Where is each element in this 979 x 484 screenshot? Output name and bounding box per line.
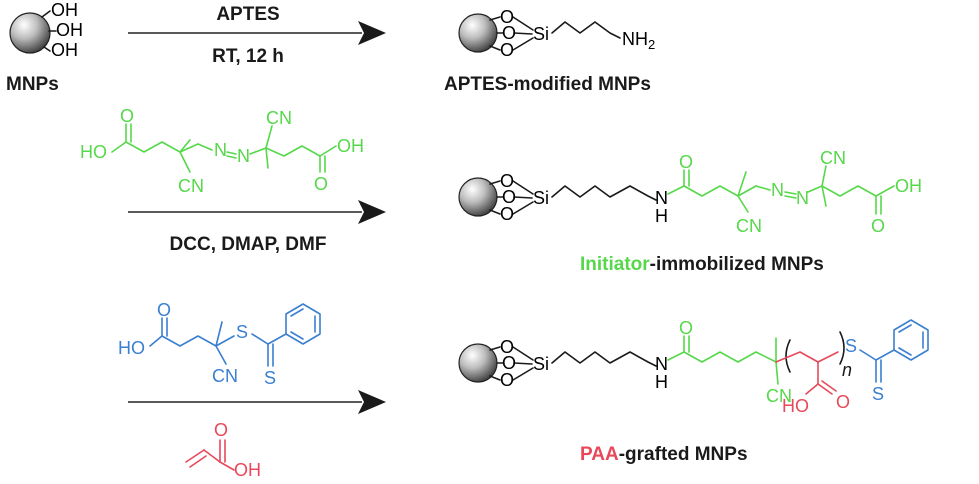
amide-n-label: N xyxy=(655,188,668,208)
oxygen-label: O xyxy=(157,300,171,320)
oxygen-label: O xyxy=(500,370,514,390)
hydroxyl-label: HO xyxy=(782,396,809,416)
paa-mnps-label: PAA-grafted MNPs xyxy=(580,444,748,465)
initiator-mnps-label: Initiator-immobilized MNPs xyxy=(580,254,824,275)
mnp-aptes: O O O Si NH2 xyxy=(458,7,655,60)
nitrile-label: CN xyxy=(736,216,762,236)
hydroxyl-label: OH xyxy=(56,20,83,40)
oxygen-label: O xyxy=(502,23,516,43)
azo-n-label: N xyxy=(237,146,250,166)
oxygen-label: O xyxy=(500,40,514,60)
hydroxyl-label: OH xyxy=(51,0,78,20)
oxygen-label: O xyxy=(502,187,516,207)
amine-label: NH2 xyxy=(622,29,655,52)
sulfur-label: S xyxy=(845,336,857,356)
repeat-index-label: n xyxy=(842,360,852,380)
nanoparticle-sphere xyxy=(9,12,51,54)
acva-initiator-reagent xyxy=(111,123,337,173)
azo-n-label: N xyxy=(771,180,784,200)
reaction-arrow-3 xyxy=(128,390,386,414)
nitrile-label: CN xyxy=(178,176,204,196)
silicon-label: Si xyxy=(533,188,549,208)
amide-n-label: N xyxy=(655,354,668,374)
oxygen-label: O xyxy=(500,171,514,191)
initiator-rest: -immobilized MNPs xyxy=(650,254,824,275)
raft-agent-labels: HO O CN S S xyxy=(118,300,276,388)
oxygen-label: O xyxy=(314,174,328,194)
acrylic-acid-reagent xyxy=(185,439,235,471)
oxygen-label: O xyxy=(500,337,514,357)
paa-word: PAA xyxy=(580,444,619,465)
initiator-word: Initiator xyxy=(580,254,650,275)
raft-agent-reagent xyxy=(149,303,321,367)
oxygen-label: O xyxy=(120,106,134,126)
hydroxyl-label: OH xyxy=(51,40,78,60)
azo-n-label: N xyxy=(796,188,809,208)
reaction-arrow-2 xyxy=(128,200,386,224)
amide-h-label: H xyxy=(655,372,668,392)
oxygen-label: O xyxy=(502,353,516,373)
mnp-paa-grafted: O O O Si N H O CN n HO O S S xyxy=(458,318,929,416)
acva-labels: HO O CN N N CN O OH xyxy=(80,106,364,196)
condition-dcc: DCC, DMAP, DMF xyxy=(170,234,327,255)
aptes-mnps-label: APTES-modified MNPs xyxy=(444,74,651,95)
reaction-arrow-1 xyxy=(128,21,386,45)
nitrile-label: CN xyxy=(820,148,846,168)
condition-rt: RT, 12 h xyxy=(212,46,284,67)
mnp-initiator: O O O Si N H O CN N N CN O OH xyxy=(458,148,922,236)
hydroxyl-label: OH xyxy=(234,460,261,480)
acrylic-acid-labels: O OH xyxy=(214,420,261,480)
oxygen-label: O xyxy=(836,392,850,412)
azo-n-label: N xyxy=(214,140,227,160)
oxygen-label: O xyxy=(500,7,514,27)
mnp-bare: OH OH OH xyxy=(9,0,83,60)
mnps-label: MNPs xyxy=(6,74,59,95)
thione-s-label: S xyxy=(264,368,276,388)
nitrile-label: CN xyxy=(266,108,292,128)
nitrile-label: CN xyxy=(212,366,238,386)
nitrile-label: CN xyxy=(766,386,792,406)
oxygen-label: O xyxy=(679,318,693,338)
sulfur-label: S xyxy=(236,322,248,342)
paa-rest: -grafted MNPs xyxy=(619,444,748,465)
silicon-label: Si xyxy=(533,354,549,374)
oxygen-label: O xyxy=(679,152,693,172)
oxygen-label: O xyxy=(500,204,514,224)
thione-s-label: S xyxy=(872,384,884,404)
amide-h-label: H xyxy=(655,206,668,226)
silicon-label: Si xyxy=(533,24,549,44)
oxygen-label: O xyxy=(214,420,228,440)
oxygen-label: O xyxy=(871,216,885,236)
hydroxyl-label: OH xyxy=(895,176,922,196)
hydroxyl-label: OH xyxy=(337,136,364,156)
hydroxyl-label: HO xyxy=(118,338,145,358)
reagent-aptes: APTES xyxy=(216,4,279,25)
hydroxyl-label: HO xyxy=(80,142,107,162)
